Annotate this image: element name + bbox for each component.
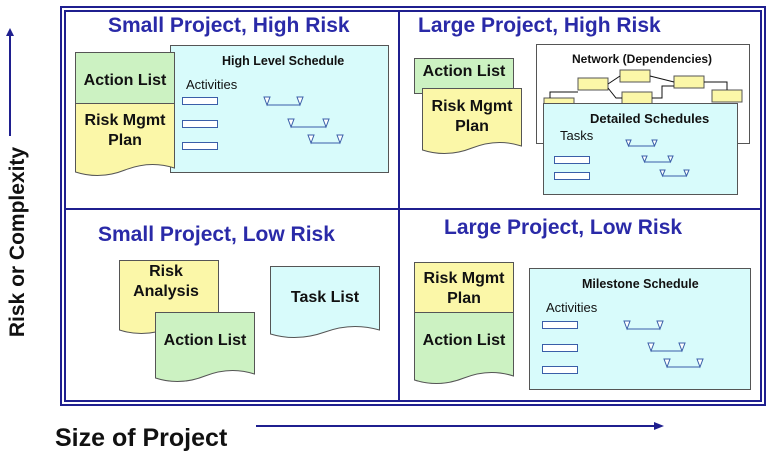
milestone-schedule-title: Milestone Schedule bbox=[582, 277, 699, 291]
horizontal-divider bbox=[64, 208, 762, 210]
network-title: Network (Dependencies) bbox=[572, 52, 713, 66]
task-bar bbox=[554, 172, 590, 180]
quadrant-title-small-high: Small Project, High Risk bbox=[108, 14, 350, 37]
activities-label: Activities bbox=[186, 77, 238, 92]
quadrant-title-large-high: Large Project, High Risk bbox=[418, 14, 661, 37]
gantt-marks bbox=[623, 320, 704, 369]
high-level-schedule-title: High Level Schedule bbox=[222, 54, 345, 68]
action-list-label: Action List bbox=[422, 332, 506, 349]
activity-bar bbox=[182, 142, 218, 150]
activity-bar bbox=[182, 120, 218, 128]
action-list-label: Action List bbox=[422, 63, 506, 80]
risk-mgmt-plan-label: Risk Mgmt Plan bbox=[423, 270, 505, 307]
tasks-label: Tasks bbox=[560, 128, 594, 143]
risk-analysis-label: Risk Analysis bbox=[133, 263, 199, 300]
risk-mgmt-plan-label: Risk Mgmt Plan bbox=[431, 98, 513, 135]
quadrant-title-small-low: Small Project, Low Risk bbox=[98, 223, 335, 246]
task-list-label: Task List bbox=[290, 289, 360, 306]
risk-mgmt-plan-doc bbox=[75, 102, 175, 176]
risk-mgmt-plan-label: Risk Mgmt Plan bbox=[84, 112, 166, 149]
y-axis-label: Risk or Complexity bbox=[6, 146, 29, 338]
x-axis-label: Size of Project bbox=[55, 424, 228, 452]
action-list-doc bbox=[414, 312, 514, 384]
quadrant-title-large-low: Large Project, Low Risk bbox=[444, 216, 683, 239]
activity-bar bbox=[542, 366, 578, 374]
inner-frame bbox=[64, 10, 762, 402]
task-list-doc bbox=[270, 266, 380, 338]
activities-label: Activities bbox=[546, 300, 598, 315]
action-list-doc bbox=[155, 312, 255, 382]
gantt-marks bbox=[263, 96, 344, 145]
y-axis-arrow bbox=[6, 28, 14, 136]
outer-frame bbox=[60, 6, 766, 406]
detailed-schedules-title: Detailed Schedules bbox=[590, 111, 710, 126]
task-bar bbox=[554, 156, 590, 164]
vertical-divider bbox=[398, 10, 400, 402]
risk-mgmt-plan-doc bbox=[422, 88, 522, 154]
activity-bar bbox=[542, 321, 578, 329]
action-list-doc bbox=[75, 52, 175, 104]
action-list-label: Action List bbox=[83, 72, 167, 89]
activity-bar bbox=[182, 97, 218, 105]
gantt-marks bbox=[625, 139, 690, 178]
x-axis-arrow bbox=[256, 422, 664, 430]
high-level-schedule-doc bbox=[170, 45, 389, 173]
activity-bar bbox=[542, 344, 578, 352]
action-list-label: Action List bbox=[163, 332, 247, 349]
